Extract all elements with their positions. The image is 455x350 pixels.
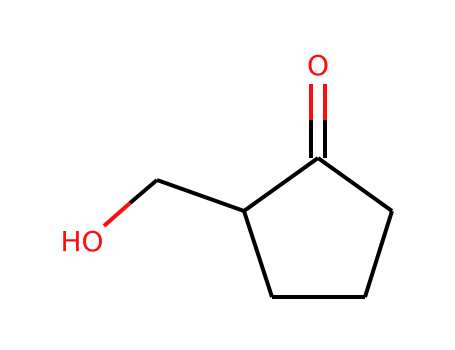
- bond-c5-c1: [242, 156, 320, 213]
- bond-ch2-o-black: [128, 178, 159, 205]
- atom-label-hydroxyl: HO: [60, 225, 103, 258]
- bond-c5-ch2: [156, 178, 245, 213]
- bond-c4-c5: [242, 210, 274, 298]
- bond-c1-c2: [316, 156, 394, 213]
- bond-c2-c3: [363, 210, 394, 298]
- atom-label-carbonyl-oxygen: O: [307, 49, 329, 82]
- bond-ch2-o-red: [102, 201, 132, 228]
